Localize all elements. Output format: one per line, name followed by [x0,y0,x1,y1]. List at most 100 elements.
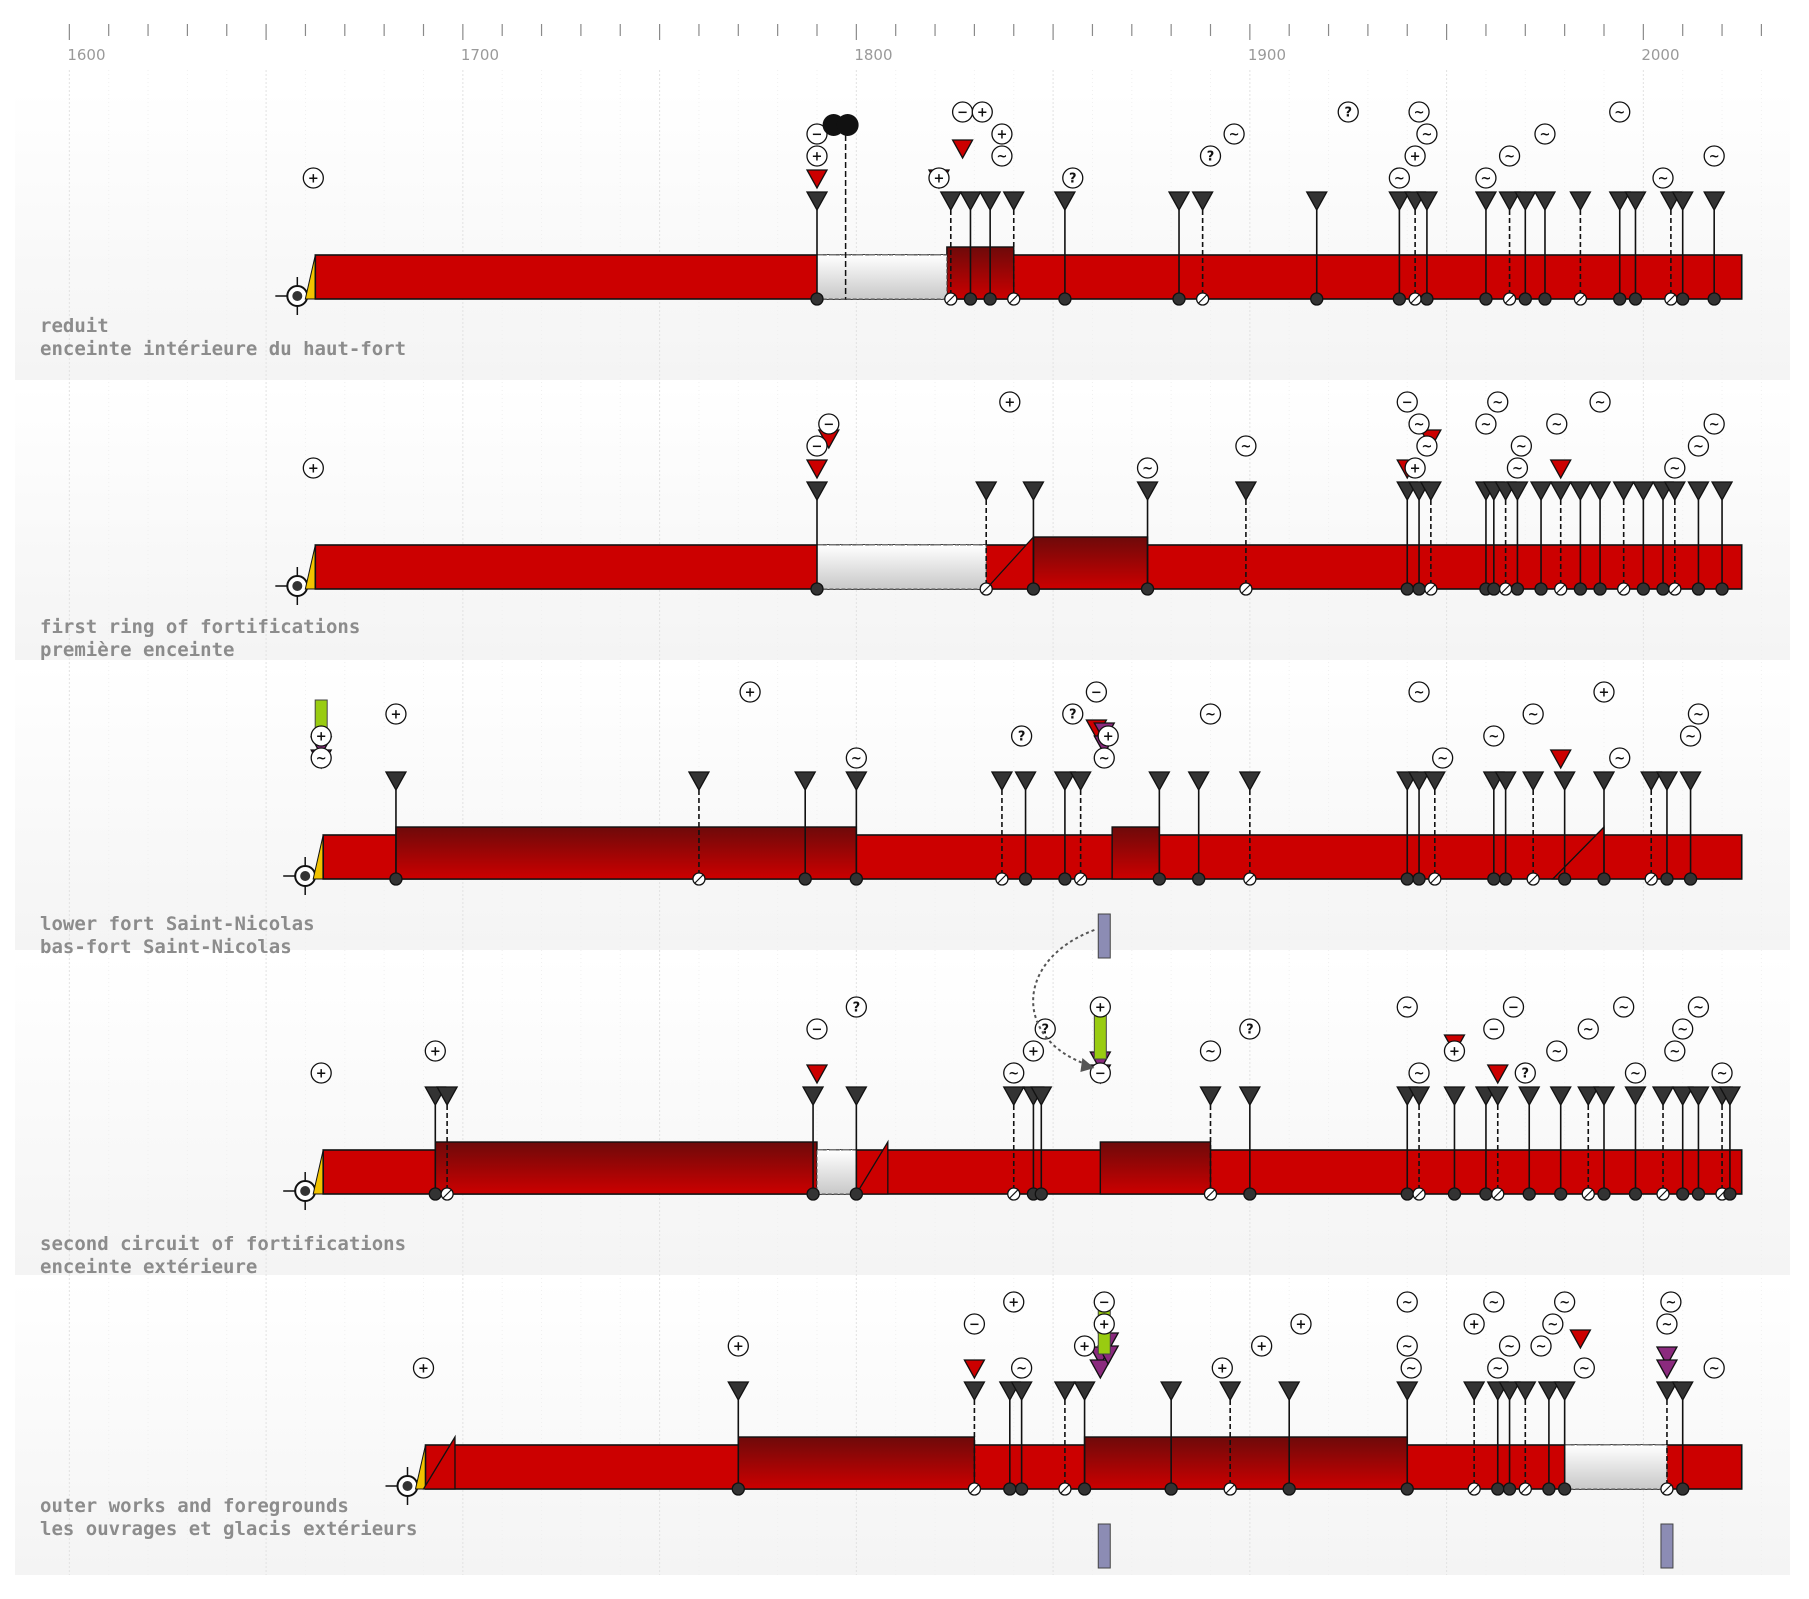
event-dot [1282,1482,1296,1496]
status-symbol-circle [727,1335,749,1357]
status-symbol-text: + [1256,1340,1267,1355]
origin-marker-core [292,581,303,591]
event-dot [1026,582,1041,596]
event-marker [959,191,982,212]
status-symbol-circle [1432,747,1454,769]
status-symbol-circle [1089,996,1111,1018]
status-symbol-text: + [316,730,327,745]
status-symbol-circle [1483,1291,1505,1313]
event-dot-hatch [1245,874,1255,884]
event-dot [1707,292,1721,306]
status-symbol-text: ~ [1504,1340,1515,1355]
event-marker [1522,771,1545,792]
status-symbol-text: ~ [1240,440,1251,455]
status-symbol-text: + [308,172,319,187]
status-symbol-text: + [812,150,823,165]
status-symbol-circle [928,167,950,189]
event-marker [805,191,829,212]
status-symbol-circle [1443,1040,1466,1062]
event-dot [849,872,863,886]
status-symbol-circle [1408,413,1430,435]
event-dot [1593,582,1607,596]
status-symbol-circle [1093,1313,1115,1335]
event-marker [1396,1381,1419,1402]
status-symbol-text: − [1488,1023,1499,1038]
status-symbol-circle [1679,725,1702,747]
event-dot-hatch [1225,1484,1235,1494]
status-symbol-text: ~ [1717,1067,1728,1082]
event-marker [1053,1381,1077,1402]
event-dot [1597,872,1611,886]
event-marker [1305,191,1328,212]
demolished-span [816,1149,857,1195]
status-symbol-text: + [1469,1318,1480,1333]
status-symbol-circle [818,413,840,435]
event-marker [1443,1086,1466,1107]
status-symbol-circle [739,681,761,703]
status-symbol-circle [1337,101,1359,123]
status-symbol-text: ~ [1414,418,1425,433]
event-marker [801,1086,825,1107]
status-symbol-text: ? [1522,1067,1530,1082]
status-symbol-circle [1652,167,1674,189]
status-symbol-circle [412,1357,435,1379]
status-symbol-circle [1097,725,1119,747]
status-symbol-circle [1475,413,1497,435]
status-symbol-circle [1687,435,1710,457]
event-dot [1034,1187,1048,1201]
event-marker [1687,1086,1710,1107]
event-marker [1053,771,1077,792]
status-symbol-circle [310,725,332,747]
event-dot-hatch [1505,294,1514,304]
demolished-span [816,544,987,590]
status-symbol-text: ? [1018,730,1026,745]
event-marker [1486,1086,1509,1107]
event-dot-hatch [1241,584,1251,594]
status-symbol-text: ~ [1402,1001,1413,1016]
event-marker [1160,1381,1183,1402]
status-symbol-circle [1577,1018,1599,1040]
status-symbol-text: ~ [1488,730,1499,745]
status-symbol-text: ~ [1229,128,1240,143]
status-symbol-circle [385,703,407,725]
event-dot [1018,872,1033,886]
status-symbol-circle [1483,725,1505,747]
event-marker [1002,191,1025,212]
status-symbol-text: ~ [1516,440,1527,455]
status-symbol-circle [1664,1040,1686,1062]
event-marker [1592,1086,1616,1107]
event-marker [845,1086,868,1107]
event-marker [1278,1381,1301,1402]
event-dot-hatch [1410,294,1420,304]
status-symbol-circle [1542,1313,1564,1335]
event-marker [1514,1381,1537,1402]
event-dot [1538,292,1552,306]
event-marker [1014,771,1037,792]
event-dot-hatch [946,294,956,304]
status-symbol-circle [963,1313,986,1335]
event-marker [1199,1086,1222,1107]
status-symbol-text: ? [1041,1023,1049,1038]
destruction-marker [951,139,974,160]
event-dot [1715,582,1729,596]
status-symbol-text: − [812,1023,823,1038]
status-symbol-text: − [812,128,823,143]
row-panels [15,90,1790,1575]
status-symbol-text: + [316,1067,327,1082]
status-symbol-text: ~ [1658,172,1669,187]
event-marker [1655,1381,1679,1402]
status-symbol-circle [1463,1313,1485,1335]
event-dot-hatch [1520,1484,1530,1494]
event-dot [963,292,978,306]
event-dot-hatch [1469,1484,1479,1494]
status-symbol-text: ~ [1504,150,1515,165]
lifespan-bar [314,254,1743,300]
event-marker [1423,771,1446,792]
ramp-shape [855,1139,889,1195]
timeline-rows: ++−−+~++??~?~+~~~~~~~~+−−+~~~−+~~~~~~~~~… [275,101,1743,1569]
status-symbol-circle [302,167,324,189]
event-dot [1502,1482,1517,1496]
status-symbol-circle [1589,391,1611,413]
event-marker [1553,771,1576,792]
